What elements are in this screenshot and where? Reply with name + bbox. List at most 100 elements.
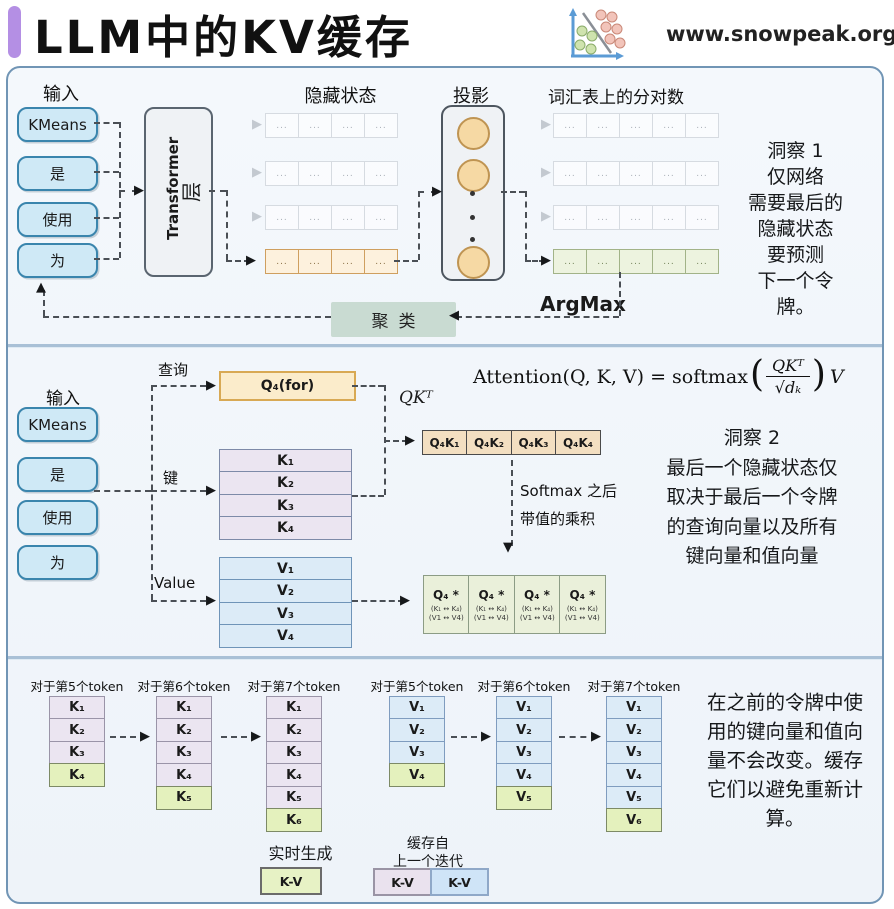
arrowhead-icon: ▶ bbox=[140, 729, 150, 744]
formula-paren-close: ) bbox=[811, 354, 826, 395]
cache-column-header: 对于第6个token bbox=[477, 679, 571, 694]
qk-product-cell: Q₄K₂ bbox=[466, 430, 512, 455]
dashed-connector bbox=[226, 260, 250, 262]
vector-cell: ... bbox=[619, 161, 653, 186]
dashed-connector bbox=[151, 490, 206, 492]
dashed-connector bbox=[151, 600, 206, 602]
input-token: KMeans bbox=[17, 107, 98, 142]
legend-cached-label-line1: 缓存自 bbox=[407, 836, 449, 852]
cached-vector-cell: V₃ bbox=[606, 740, 662, 765]
projection-box bbox=[441, 105, 505, 281]
ellipsis-dot bbox=[470, 215, 475, 220]
arrowhead-icon: ▼ bbox=[503, 540, 513, 555]
arrowhead-icon: ▶ bbox=[251, 729, 261, 744]
layer-label: 层 bbox=[179, 182, 204, 202]
logits-row: ............... bbox=[553, 205, 719, 230]
text-line: 牌。 bbox=[776, 296, 815, 318]
new-vector-cell: V₅ bbox=[496, 785, 552, 810]
key-vector-item: K₁ bbox=[219, 448, 352, 473]
vector-cell: ... bbox=[553, 205, 587, 230]
arrowhead-icon: ▶ bbox=[134, 183, 144, 198]
dashed-connector bbox=[525, 191, 527, 260]
cached-vector-cell: V₂ bbox=[606, 718, 662, 742]
result-value-range: (V1 ↔ V4) bbox=[519, 612, 555, 622]
cached-vector-cell: V₃ bbox=[389, 740, 445, 765]
input-token: KMeans bbox=[17, 407, 98, 442]
query-vector-box: Q₄(for) bbox=[219, 371, 356, 401]
dashed-connector bbox=[418, 191, 420, 260]
cached-vector-cell: V₄ bbox=[606, 763, 662, 787]
cached-vector-cell: K₂ bbox=[49, 718, 105, 742]
arrowhead-icon: ▶ bbox=[541, 117, 551, 132]
vector-cell: ... bbox=[553, 249, 587, 274]
formula-lhs: Attention(Q, K, V) = softmax bbox=[473, 365, 748, 388]
dashed-connector bbox=[94, 490, 151, 492]
vector-cell: ... bbox=[265, 205, 299, 230]
hidden-states-label: 隐藏状态 bbox=[304, 86, 377, 107]
vector-cell: ... bbox=[685, 205, 719, 230]
dashed-connector bbox=[352, 495, 384, 497]
logits-row: ............... bbox=[553, 161, 719, 186]
legend-cached-value-box: K-V bbox=[430, 868, 489, 896]
vector-cell: ... bbox=[298, 205, 332, 230]
vector-cell: ... bbox=[364, 113, 398, 138]
cached-vector-cell: K₄ bbox=[266, 763, 322, 787]
vector-cell: ... bbox=[586, 113, 620, 138]
text-line: 量不会改变。缓存 bbox=[706, 749, 863, 772]
value-label: Value bbox=[154, 574, 196, 592]
new-vector-cell: V₄ bbox=[389, 763, 445, 787]
text-line: 需要最后的 bbox=[747, 192, 843, 214]
dashed-connector bbox=[525, 260, 545, 262]
vector-cell: ... bbox=[298, 161, 332, 186]
cache-note-text: 在之前的令牌中使用的键向量和值向量不会改变。缓存它们以避免重新计算。 bbox=[672, 688, 894, 833]
cache-column-header: 对于第7个token bbox=[247, 679, 341, 694]
cache-column-header: 对于第5个token bbox=[370, 679, 464, 694]
input-token: 使用 bbox=[17, 500, 98, 535]
dashed-connector bbox=[151, 385, 206, 387]
vector-cell: ... bbox=[652, 161, 686, 186]
cached-vector-cell: V₂ bbox=[389, 718, 445, 742]
dashed-connector bbox=[511, 460, 513, 546]
text-line: 下一个令 bbox=[757, 270, 834, 292]
new-vector-cell: K₅ bbox=[156, 785, 212, 810]
vector-cell: ... bbox=[331, 113, 365, 138]
neuron-circle bbox=[457, 159, 490, 192]
result-key-range: (K₁ ↔ K₄) bbox=[430, 603, 462, 613]
result-key-range: (K₁ ↔ K₄) bbox=[475, 603, 508, 613]
key-vector-item: K₃ bbox=[219, 493, 352, 518]
qk-product-cell: Q₄K₃ bbox=[510, 430, 557, 455]
arrowhead-icon: ▶ bbox=[541, 253, 551, 268]
key-vector-item: K₄ bbox=[219, 516, 352, 540]
attention-result-cell: Q₄ *(K₁ ↔ K₄)(V1 ↔ V4) bbox=[422, 575, 470, 634]
ellipsis-dot bbox=[470, 191, 475, 196]
legend-cached-key-box: K-V bbox=[373, 868, 432, 896]
text-line: 它们以避免重新计 bbox=[706, 778, 863, 801]
vector-cell: ... bbox=[364, 205, 398, 230]
vector-cell: ... bbox=[364, 161, 398, 186]
text-line: 取决于最后一个令牌 bbox=[666, 486, 838, 508]
attention-formula: Attention(Q, K, V) = softmax ( QKᵀ √dₖ )… bbox=[473, 354, 844, 397]
text-line: 隐藏状态 bbox=[757, 218, 834, 240]
arrowhead-icon: ▶ bbox=[206, 483, 216, 498]
section-divider bbox=[8, 656, 882, 659]
projection-label: 投影 bbox=[453, 86, 489, 107]
dashed-connector bbox=[43, 316, 331, 318]
cache-column-header: 对于第6个token bbox=[137, 679, 231, 694]
formula-fraction: QKᵀ √dₖ bbox=[766, 356, 810, 397]
result-head: Q₄ * bbox=[524, 587, 550, 602]
hidden-state-row: ............ bbox=[265, 249, 398, 274]
vector-cell: ... bbox=[331, 249, 365, 274]
page-title: LLM中的KV缓存 bbox=[34, 11, 413, 64]
dashed-connector bbox=[110, 736, 146, 738]
result-key-range: (K₁ ↔ K₄) bbox=[566, 603, 599, 613]
argmax-label: ArgMax bbox=[540, 292, 626, 316]
logits-row: ............... bbox=[553, 249, 719, 274]
cached-vector-cell: K₄ bbox=[156, 763, 212, 787]
cached-vector-cell: K₁ bbox=[266, 695, 322, 720]
vector-cell: ... bbox=[586, 161, 620, 186]
result-value-range: (V1 ↔ V4) bbox=[428, 612, 464, 622]
